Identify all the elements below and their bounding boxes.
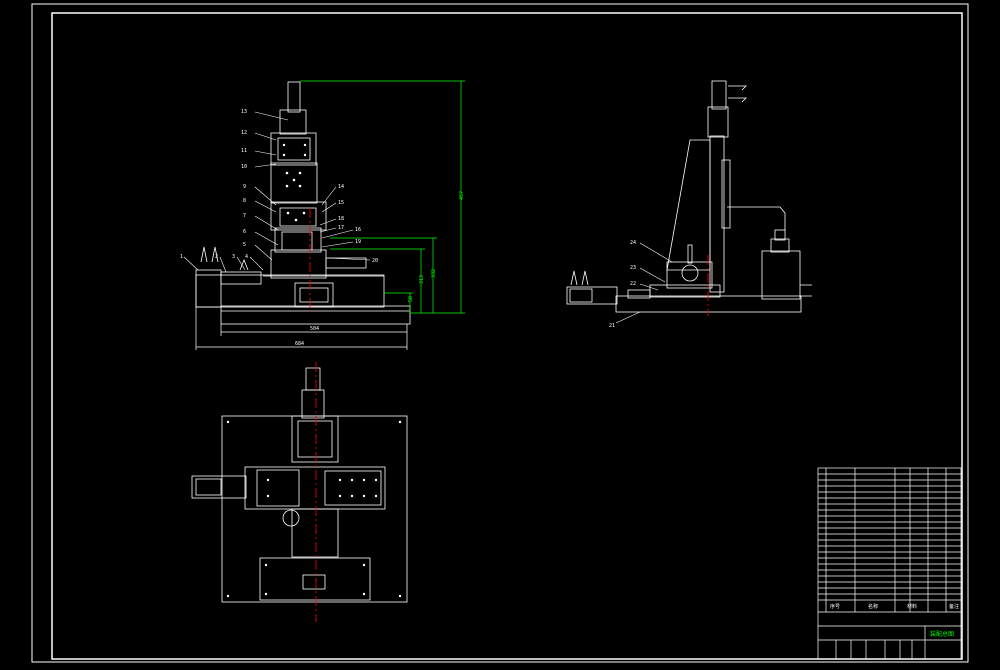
- dim-h3: 50: [408, 296, 414, 302]
- front-view-callouts: 13 12 11 10 9 8 7 6 5 4 3 2 1 14 15 18 1…: [180, 109, 378, 273]
- parts-list-rows: [818, 473, 961, 595]
- dim-overall-height: 457: [459, 191, 465, 200]
- sheet-border: [31, 3, 969, 663]
- callout-20: 20: [372, 258, 378, 264]
- callout-15: 15: [338, 200, 344, 206]
- centerlines: [309, 208, 709, 622]
- side-view: [566, 80, 812, 313]
- callout-16: 16: [355, 227, 361, 233]
- callout-10: 10: [241, 164, 247, 170]
- callout-18: 18: [338, 216, 344, 222]
- dim-total-width: 684: [295, 341, 304, 347]
- side-view-callouts: 24 23 22 21: [609, 240, 673, 329]
- callout-4: 4: [245, 254, 248, 260]
- dim-base-width: 504: [310, 326, 319, 332]
- callout-7: 7: [243, 213, 246, 219]
- callout-12: 12: [241, 130, 247, 136]
- front-view-dimensions: 457 332 313 50: [300, 80, 465, 314]
- callout-11: 11: [241, 148, 247, 154]
- callout-6: 6: [243, 229, 246, 235]
- callout-17: 17: [338, 225, 344, 231]
- callout-14: 14: [338, 184, 344, 190]
- callout-19: 19: [355, 239, 361, 245]
- header-material: 材料: [907, 603, 917, 610]
- parts-list-header: 序号 名称 材料 备注: [830, 603, 959, 610]
- top-view: [191, 367, 408, 603]
- front-view: [195, 81, 411, 325]
- header-name: 名称: [868, 603, 878, 610]
- callout-9: 9: [243, 184, 246, 190]
- callout-13: 13: [241, 109, 247, 115]
- dim-h1: 313: [419, 275, 425, 284]
- callout-24: 24: [630, 240, 636, 246]
- callout-3: 3: [232, 254, 235, 260]
- callout-8: 8: [243, 198, 246, 204]
- callout-5: 5: [243, 242, 246, 248]
- callout-2: 2: [215, 254, 218, 260]
- callout-22: 22: [630, 281, 636, 287]
- front-view-width-dimensions: 504 684: [195, 307, 408, 350]
- header-note: 备注: [949, 603, 959, 610]
- header-seq: 序号: [830, 603, 840, 610]
- callout-1: 1: [180, 254, 183, 260]
- drawing-title: 装配总图: [930, 630, 954, 638]
- callout-21: 21: [609, 323, 615, 329]
- dim-h2: 332: [431, 269, 437, 278]
- title-block: [817, 467, 962, 660]
- callout-23: 23: [630, 265, 636, 271]
